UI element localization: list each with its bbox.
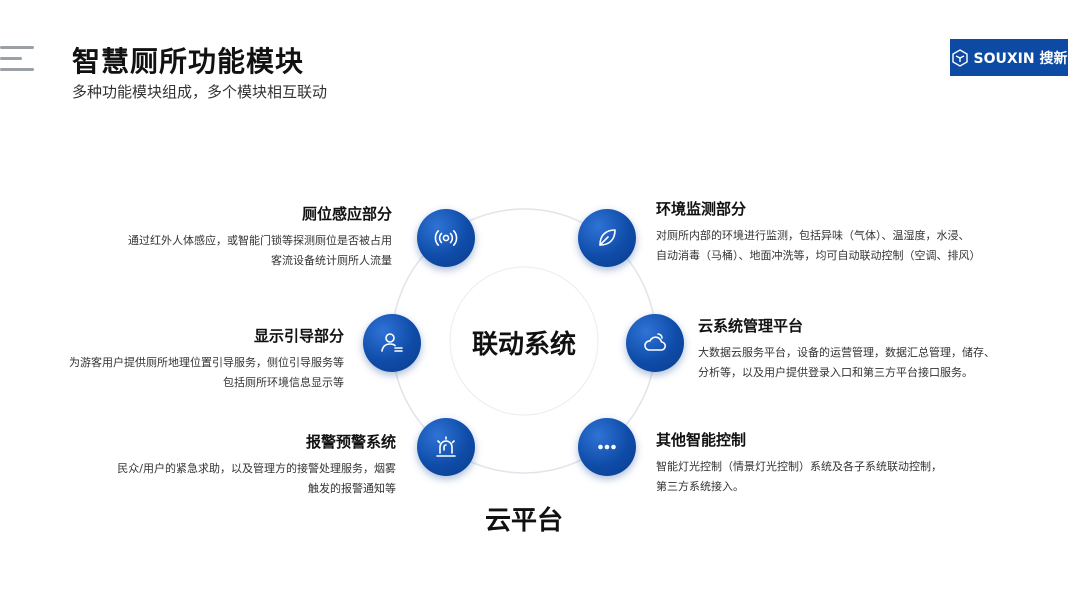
cloud-platform-label: 云平台 <box>484 506 563 536</box>
module-environment: 环境监测部分 对厕所内部的环境进行监测，包括异味（气体）、温湿度，水浸、 自动消… <box>656 198 981 266</box>
module-desc-line: 大数据云服务平台，设备的运营管理，数据汇总管理，储存、 <box>698 346 995 359</box>
module-desc-line: 自动消毒（马桶）、地面冲洗等，均可自动联动控制（空调、排风） <box>656 249 981 262</box>
node-environment[interactable] <box>578 209 636 267</box>
node-seat-sensing[interactable] <box>417 209 475 267</box>
alarm-icon <box>436 436 456 457</box>
module-title: 其他智能控制 <box>656 431 747 449</box>
module-desc-line: 触发的报警通知等 <box>308 482 396 495</box>
module-display-guide: 显示引导部分 为游客用户提供厕所地理位置引导服务，侧位引导服务等 包括厕所环境信… <box>69 325 344 393</box>
module-desc-line: 为游客用户提供厕所地理位置引导服务，侧位引导服务等 <box>69 356 344 369</box>
cloud-icon <box>644 333 667 351</box>
brand-mark-icon <box>951 48 968 67</box>
module-title: 云系统管理平台 <box>698 317 804 335</box>
leaf-icon <box>599 229 616 246</box>
signal-icon <box>434 230 458 246</box>
user-list-icon <box>381 333 403 352</box>
node-other-control[interactable] <box>578 418 636 476</box>
brand-name: SOUXIN 搜新 <box>973 50 1068 67</box>
module-desc-line: 对厕所内部的环境进行监测，包括异味（气体）、温湿度，水浸、 <box>656 229 970 242</box>
module-desc-line: 民众/用户的紧急求助，以及管理方的接警处理服务，烟雾 <box>117 462 396 475</box>
module-desc-line: 客流设备统计厕所人流量 <box>271 254 392 267</box>
module-other-control: 其他智能控制 智能灯光控制（情景灯光控制）系统及各子系统联动控制， 第三方系统接… <box>656 429 942 497</box>
module-title: 厕位感应部分 <box>301 205 392 223</box>
module-title: 环境监测部分 <box>656 200 747 218</box>
module-desc-line: 包括厕所环境信息显示等 <box>223 376 344 389</box>
module-alarm: 报警预警系统 民众/用户的紧急求助，以及管理方的接警处理服务，烟雾 触发的报警通… <box>117 431 396 499</box>
brand-logo: SOUXIN 搜新 <box>950 39 1068 76</box>
more-icon <box>598 444 616 450</box>
module-title: 显示引导部分 <box>253 327 344 345</box>
node-alarm[interactable] <box>417 418 475 476</box>
center-label: 联动系统 <box>471 330 576 360</box>
menu-icon <box>0 44 34 74</box>
module-title: 报警预警系统 <box>305 433 396 451</box>
page-title: 智慧厕所功能模块 <box>72 45 305 78</box>
module-desc-line: 智能灯光控制（情景灯光控制）系统及各子系统联动控制， <box>656 460 942 473</box>
node-display-guide[interactable] <box>363 314 421 372</box>
module-cloud-management: 云系统管理平台 大数据云服务平台，设备的运营管理，数据汇总管理，储存、 分析等，… <box>698 315 995 383</box>
module-seat-sensing: 厕位感应部分 通过红外人体感应，或智能门锁等探测厕位是否被占用 客流设备统计厕所… <box>128 203 392 271</box>
module-desc-line: 通过红外人体感应，或智能门锁等探测厕位是否被占用 <box>128 234 392 247</box>
module-desc-line: 第三方系统接入。 <box>656 480 744 493</box>
node-cloud-management[interactable] <box>626 314 684 372</box>
module-desc-line: 分析等，以及用户提供登录入口和第三方平台接口服务。 <box>698 366 973 379</box>
page-subtitle: 多种功能模块组成，多个模块相互联动 <box>72 83 328 101</box>
